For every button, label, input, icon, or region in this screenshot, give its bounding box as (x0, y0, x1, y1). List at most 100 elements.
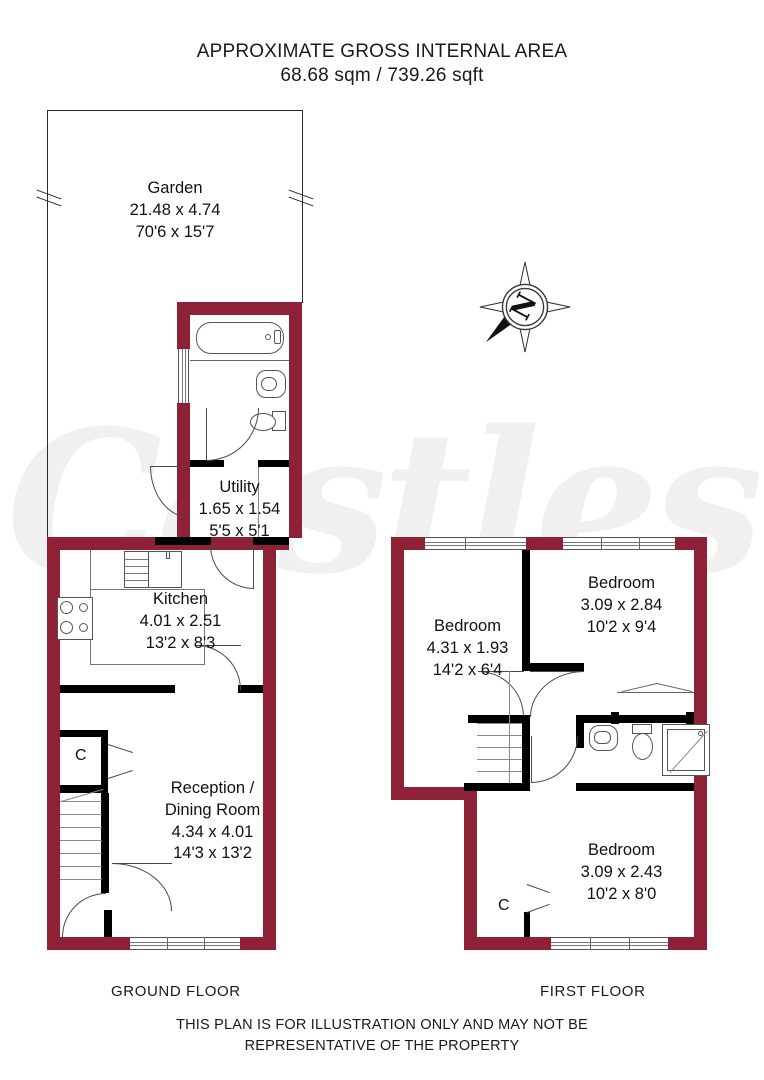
kitchen-counter-outline-b (90, 664, 205, 665)
ff-window-right-mullion-2 (639, 537, 640, 550)
hob-burner-2 (79, 603, 88, 612)
gf-bath-utility-wall-right (258, 460, 289, 467)
ff-stair-step-5 (477, 771, 522, 772)
garden-imperial: 70'6 x 15'7 (135, 222, 215, 241)
kitchen-counter-outline-c (204, 589, 205, 665)
ff-bath-wall-bottom (576, 783, 694, 791)
bedroom-left-imperial: 14'2 x 6'4 (432, 660, 503, 679)
gf-ext-wall-left-upper (177, 302, 190, 349)
hall-door-leaf (253, 545, 254, 589)
ff-shower-inner-icon (667, 729, 705, 771)
page-title: APPROXIMATE GROSS INTERNAL AREA (196, 41, 568, 62)
ff-shower-head-icon (698, 731, 703, 736)
ff-wardrobe-front (617, 692, 694, 693)
reception-name-line2: Dining Room (164, 800, 261, 819)
drainer-groove-2 (125, 566, 148, 567)
kitchen-name: Kitchen (152, 590, 209, 608)
ff-bath-wall-top (576, 715, 694, 723)
utility-name: Utility (219, 478, 260, 496)
gf-stair-step-6 (60, 866, 102, 867)
gf-wall-right (263, 537, 276, 950)
room-label-garden: Garden 21.48 x 4.74 70'6 x 15'7 (62, 178, 288, 243)
bathtub-drain-icon (265, 334, 271, 340)
gf-porch-line (112, 863, 172, 864)
room-label-bedroom-left: Bedroom 4.31 x 1.93 14'2 x 6'4 (400, 616, 535, 681)
ff-landing-wall-c (468, 715, 530, 723)
ground-floor-plan: Utility 1.65 x 1.54 5'5 x 5'1 (0, 0, 340, 980)
sink-tap-icon (166, 551, 170, 559)
ff-stair-rail (509, 671, 510, 783)
ff-front-window-mullion-1 (590, 937, 591, 950)
gf-cupboard-wall-right (101, 730, 108, 788)
drainer-groove-3 (125, 573, 148, 574)
bathtub-edge-line (190, 360, 289, 361)
gf-main-interior (60, 550, 263, 937)
ff-stair-step-4 (477, 759, 522, 760)
bedroom-tr-metric: 3.09 x 2.84 (580, 595, 663, 614)
room-label-kitchen: Kitchen 4.01 x 2.51 13'2 x 8'3 (98, 589, 263, 654)
utility-imperial: 5'5 x 5'1 (209, 521, 270, 540)
gf-cupboard-label: C (75, 747, 87, 764)
bedroom-br-metric: 3.09 x 2.43 (580, 862, 663, 881)
ff-wardrobe-jamb-right (686, 712, 694, 724)
gf-stair-step-7 (60, 879, 102, 880)
ff-stair-step-1 (477, 723, 522, 724)
ff-window-right-mullion-1 (601, 537, 602, 550)
gf-hall-wall-b (253, 537, 289, 545)
garden-wall-right (302, 110, 303, 303)
utility-door-leaf (150, 466, 190, 467)
bedroom-tr-imperial: 10'2 x 9'4 (586, 617, 657, 636)
gf-front-window-mullion-1 (167, 937, 168, 950)
reception-name-line1: Reception / (170, 779, 255, 797)
ff-cupboard-jamb (524, 912, 530, 937)
gf-front-window (130, 937, 240, 950)
disclaimer-line-1: THIS PLAN IS FOR ILLUSTRATION ONLY AND M… (176, 1017, 588, 1033)
ff-wardrobe-jamb-left (611, 712, 619, 724)
gf-ext-wall-right (289, 302, 302, 538)
reception-metric: 4.34 x 4.01 (171, 822, 254, 841)
ff-bedroom-tr-door-leaf (530, 671, 584, 672)
hob-burner-3 (60, 621, 73, 634)
gf-front-window-mullion-2 (204, 937, 205, 950)
gf-ext-side-window (178, 349, 189, 403)
ff-front-window-mullion-2 (629, 937, 630, 950)
garden-outline (0, 0, 340, 560)
kitchen-drainer-icon (124, 551, 149, 588)
ff-bedroom-partition (522, 550, 530, 670)
bathroom-door-leaf (206, 408, 207, 461)
room-label-bedroom-top-right: Bedroom 3.09 x 2.84 10'2 x 9'4 (548, 573, 695, 638)
garden-name: Garden (147, 179, 203, 197)
ff-wash-basin-bowl-icon (594, 731, 611, 744)
ff-front-window (551, 937, 668, 950)
garden-wall-left (47, 110, 48, 537)
bedroom-left-name: Bedroom (434, 617, 501, 635)
first-floor-caption: FIRST FLOOR (540, 983, 646, 1000)
kitchen-imperial: 13'2 x 8'3 (145, 633, 216, 652)
bedroom-br-name: Bedroom (588, 841, 655, 859)
gf-stair-wall-right (101, 793, 109, 893)
ff-wall-left-lower (464, 787, 477, 950)
gf-cupboard-wall-bottom (60, 785, 108, 793)
room-label-reception: Reception / Dining Room 4.34 x 4.01 14'3… (125, 778, 300, 865)
ff-landing-wall-d (464, 783, 530, 791)
ff-landing-wall-a (522, 663, 584, 671)
gf-stair-step-3 (60, 827, 102, 828)
utility-metric: 1.65 x 1.54 (198, 499, 281, 518)
garden-metric: 21.48 x 4.74 (129, 200, 221, 219)
bedroom-left-metric: 4.31 x 1.93 (426, 638, 509, 657)
gf-kitchen-reception-wall-left (60, 685, 175, 693)
gf-stair-step-4 (60, 840, 102, 841)
ff-wall-step (391, 787, 477, 800)
drainer-groove-1 (125, 559, 148, 560)
page-subtitle-area: 68.68 sqm / 739.26 sqft (280, 65, 484, 86)
ff-bath-wall-left (576, 715, 584, 748)
ground-floor-caption: GROUND FLOOR (111, 983, 241, 1000)
ff-interior-lower (477, 787, 694, 937)
ff-stair-step-2 (477, 735, 522, 736)
gf-stair-step-1 (60, 801, 102, 802)
drainer-groove-4 (125, 580, 148, 581)
kitchen-metric: 4.01 x 2.51 (139, 611, 222, 630)
gf-front-door-jamb (104, 910, 112, 937)
reception-imperial: 14'3 x 13'2 (173, 844, 252, 863)
